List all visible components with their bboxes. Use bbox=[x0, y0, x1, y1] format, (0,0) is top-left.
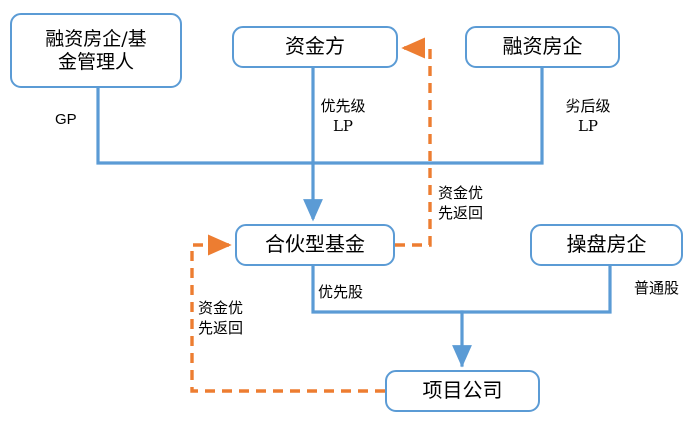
edge-label-senior-lp: 优先级 LP bbox=[320, 97, 366, 135]
node-project-company[interactable]: 项目公司 bbox=[385, 370, 540, 412]
node-funder-label: 资金方 bbox=[285, 34, 345, 59]
edge-label-capital-return-left: 资金优 先返回 bbox=[198, 299, 244, 337]
edge-label-preferred-share: 优先股 bbox=[318, 283, 364, 301]
node-gp-manager[interactable]: 融资房企/基 金管理人 bbox=[10, 13, 182, 88]
edge-oper-to-project bbox=[460, 264, 612, 314]
node-developer-label: 融资房企 bbox=[502, 34, 583, 59]
node-project-company-label: 项目公司 bbox=[422, 378, 503, 403]
edge-gp-to-fund bbox=[96, 86, 315, 165]
node-partnership-fund-label: 合伙型基金 bbox=[265, 232, 365, 257]
node-operating-developer-label: 操盘房企 bbox=[566, 232, 647, 257]
edge-label-junior-lp: 劣后级 LP bbox=[565, 97, 611, 135]
node-developer[interactable]: 融资房企 bbox=[465, 26, 620, 68]
edge-label-capital-return-right: 资金优 先返回 bbox=[438, 184, 484, 222]
node-funder[interactable]: 资金方 bbox=[232, 26, 398, 68]
node-partnership-fund[interactable]: 合伙型基金 bbox=[235, 224, 395, 266]
node-operating-developer[interactable]: 操盘房企 bbox=[530, 224, 683, 266]
edge-label-gp: GP bbox=[55, 111, 77, 128]
edge-fund-to-funder-dashed bbox=[395, 37, 432, 247]
edge-fund-to-project bbox=[311, 264, 472, 368]
node-gp-manager-label: 融资房企/基 金管理人 bbox=[45, 28, 147, 73]
edge-label-common-share: 普通股 bbox=[634, 279, 680, 297]
